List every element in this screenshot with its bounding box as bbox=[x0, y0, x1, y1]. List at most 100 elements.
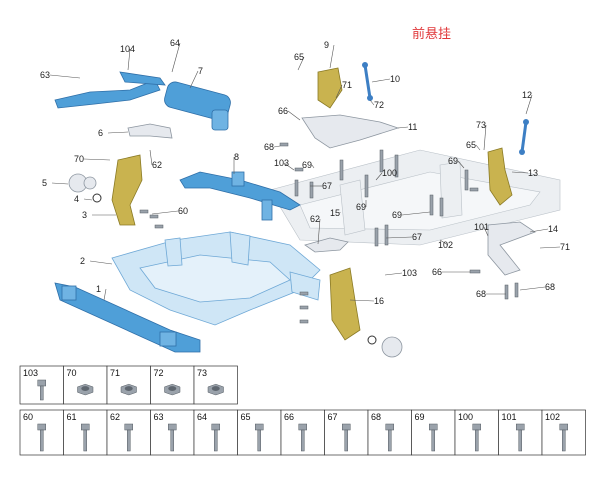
parts-table-label: 65 bbox=[241, 412, 251, 422]
parts-table-label: 73 bbox=[197, 368, 207, 378]
callout-leader bbox=[171, 42, 181, 73]
parts-table-label: 101 bbox=[502, 412, 517, 422]
callout-leader bbox=[525, 94, 533, 115]
bolt-icon bbox=[385, 423, 394, 431]
bolt-icon bbox=[211, 423, 220, 431]
callout-leader bbox=[83, 158, 111, 161]
callout-leader bbox=[107, 131, 129, 134]
bolts bbox=[139, 142, 519, 324]
callout-label: 72 bbox=[374, 100, 384, 110]
callout-leader bbox=[273, 145, 281, 148]
callout-label: 71 bbox=[560, 242, 570, 252]
callout-label: 13 bbox=[528, 168, 538, 178]
bolt-icon bbox=[472, 423, 481, 431]
bolt-icon bbox=[168, 423, 177, 431]
callout-leader bbox=[511, 171, 529, 174]
bolt-icon bbox=[559, 423, 568, 431]
callout-leader bbox=[369, 99, 375, 106]
bolt-shank bbox=[431, 429, 435, 452]
wheel-hub-left bbox=[68, 173, 102, 203]
nut-hole bbox=[81, 386, 90, 391]
parts-table-label: 103 bbox=[23, 368, 38, 378]
parts-table-label: 61 bbox=[67, 412, 77, 422]
parts-table-label: 68 bbox=[371, 412, 381, 422]
callout-label: 69 bbox=[448, 156, 458, 166]
nut-hole bbox=[124, 386, 133, 391]
callout-leader bbox=[127, 48, 131, 71]
parts-table-label: 67 bbox=[328, 412, 338, 422]
callout-label: 65 bbox=[466, 140, 476, 150]
bolt-shank bbox=[127, 429, 131, 452]
bolt-icon bbox=[342, 423, 351, 431]
callout-leader bbox=[149, 149, 153, 166]
bolt-icon bbox=[37, 423, 46, 431]
callout-leader bbox=[51, 182, 69, 185]
stabilizer-links bbox=[362, 62, 529, 155]
callout-label: 65 bbox=[294, 52, 304, 62]
callout-label: 64 bbox=[170, 38, 180, 48]
callout-label: 68 bbox=[545, 282, 555, 292]
parts-table-label: 102 bbox=[545, 412, 560, 422]
callout-label: 63 bbox=[40, 70, 50, 80]
callout-label: 69 bbox=[392, 210, 402, 220]
parts-table-label: 70 bbox=[67, 368, 77, 378]
bolt-shank bbox=[83, 429, 87, 452]
callout-label: 104 bbox=[120, 44, 135, 54]
callout-leader bbox=[189, 70, 199, 89]
callout-leader bbox=[384, 272, 403, 276]
callout-label: 7 bbox=[198, 66, 203, 76]
callout-leader bbox=[329, 44, 335, 69]
callout-label: 11 bbox=[408, 122, 417, 132]
callout-label: 15 bbox=[330, 208, 340, 218]
front-subframe bbox=[111, 231, 321, 326]
callout-label: 100 bbox=[382, 168, 397, 178]
callout-leader bbox=[317, 218, 321, 245]
callout-label: 101 bbox=[474, 222, 489, 232]
callout-label: 66 bbox=[278, 106, 288, 116]
callout-label: 68 bbox=[476, 289, 486, 299]
steering-knuckle-front bbox=[329, 267, 403, 358]
callout-label: 2 bbox=[80, 256, 85, 266]
bolt-shank bbox=[562, 429, 566, 452]
callout-leader bbox=[483, 124, 487, 151]
callout-leader bbox=[371, 78, 391, 83]
diagram-title: 前悬挂 bbox=[412, 26, 451, 42]
callout-label: 12 bbox=[522, 90, 532, 100]
callout-label: 70 bbox=[74, 154, 84, 164]
upper-control-arm-right bbox=[301, 114, 400, 149]
callout-label: 69 bbox=[356, 202, 366, 212]
callout-label: 66 bbox=[432, 267, 442, 277]
tie-link bbox=[304, 237, 349, 253]
bolt-icon bbox=[37, 379, 46, 387]
callout-label: 6 bbox=[98, 128, 103, 138]
bolt-icon bbox=[255, 423, 264, 431]
steering-knuckle-left bbox=[111, 154, 143, 226]
callout-label: 68 bbox=[264, 142, 274, 152]
parts-table-label: 62 bbox=[110, 412, 120, 422]
callout-leader bbox=[539, 246, 561, 249]
callout-leader bbox=[283, 162, 295, 171]
stabilizer-bar bbox=[179, 171, 301, 221]
bolt-shank bbox=[40, 385, 44, 401]
nut-hole bbox=[211, 386, 220, 391]
callout-label: 67 bbox=[322, 181, 332, 191]
lower-control-arm bbox=[487, 221, 536, 276]
callout-leader bbox=[385, 236, 413, 239]
callout-leader bbox=[89, 260, 113, 265]
parts-table-label: 64 bbox=[197, 412, 207, 422]
knuckle-upper bbox=[317, 67, 343, 109]
callout-leader bbox=[519, 286, 546, 291]
callout-label: 69 bbox=[302, 160, 312, 170]
callout-leader bbox=[83, 198, 93, 201]
callout-label: 103 bbox=[274, 158, 289, 168]
callout-leader bbox=[349, 299, 375, 302]
callout-label: 71 bbox=[342, 80, 352, 90]
callout-leader bbox=[375, 172, 383, 181]
parts-table-label: 63 bbox=[154, 412, 164, 422]
callout-leader bbox=[401, 211, 431, 216]
callout-label: 103 bbox=[402, 268, 417, 278]
nut-hole bbox=[168, 386, 177, 391]
callout-leader bbox=[151, 210, 179, 215]
